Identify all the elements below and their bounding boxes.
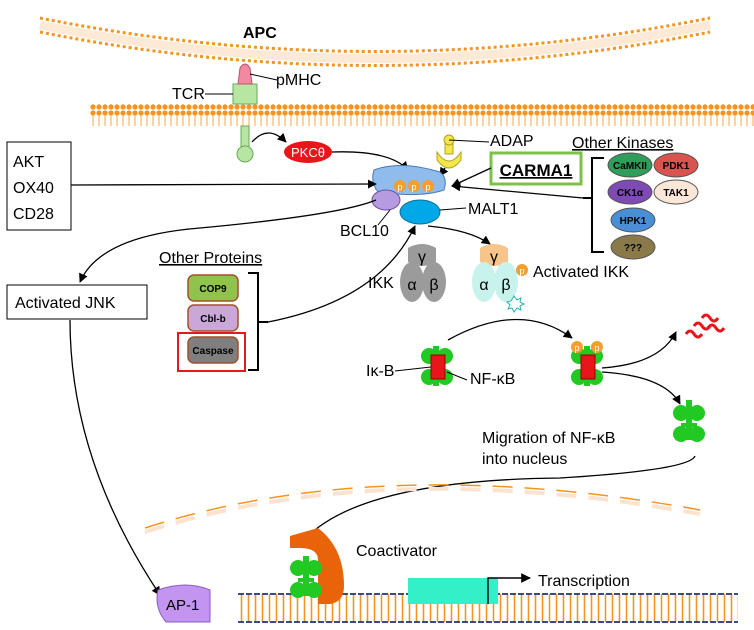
ap1-label: AP-1 xyxy=(166,597,199,614)
malt1-label: MALT1 xyxy=(468,201,518,218)
nfkb-label: NF-κB xyxy=(470,371,515,388)
kinase-label: CaMKII xyxy=(613,161,647,172)
kinase-label: TAK1 xyxy=(663,188,689,199)
kinase-label: ??? xyxy=(624,243,642,254)
free-nfkb xyxy=(673,400,705,442)
coactivator-complex xyxy=(290,528,344,604)
ikb-nfkb-complex xyxy=(421,346,453,386)
ikb-label: Iκ-B xyxy=(366,363,394,380)
degraded-ikb-fragments xyxy=(684,313,726,339)
protein-box xyxy=(187,274,239,302)
svg-text:α: α xyxy=(407,277,416,294)
svg-text:β: β xyxy=(501,277,510,294)
bcl10-label: BCL10 xyxy=(340,223,389,240)
malt1-protein xyxy=(399,199,441,225)
svg-text:p: p xyxy=(574,343,579,353)
protein-label: Caspase xyxy=(192,346,234,357)
carma1-complex: p p p xyxy=(371,164,446,225)
svg-text:γ: γ xyxy=(490,249,498,266)
protein-box xyxy=(187,336,239,364)
svg-text:p: p xyxy=(519,266,524,276)
pkc-theta xyxy=(284,141,332,163)
costim-ox40: OX40 xyxy=(13,180,54,197)
kinase-oval xyxy=(607,152,653,178)
svg-text:p: p xyxy=(594,343,599,353)
migration-label-line2: into nucleus xyxy=(482,451,567,468)
svg-text:α: α xyxy=(479,277,488,294)
kinase-label: PDK1 xyxy=(663,161,690,172)
activated-jnk-box xyxy=(6,284,148,320)
tcr-label: TCR xyxy=(172,86,205,103)
kinase-label: HPK1 xyxy=(620,216,647,227)
bcl10-protein xyxy=(371,189,401,211)
kinase-oval xyxy=(653,179,699,205)
pmhc-label: pMHC xyxy=(276,72,321,89)
activated-ikk-label: Activated IKK xyxy=(533,264,629,281)
costim-akt: AKT xyxy=(13,154,44,171)
activated-jnk-label: Activated JNK xyxy=(15,295,116,312)
kinase-oval xyxy=(607,179,653,205)
kinase-oval xyxy=(610,234,656,260)
phosphorylated-ikb-complex: p p xyxy=(571,341,603,386)
apc-label: APC xyxy=(243,25,277,42)
protein-box xyxy=(187,304,239,332)
coactivator-label: Coactivator xyxy=(356,543,438,560)
ap1-protein xyxy=(156,584,211,623)
migration-label-line1: Migration of NF-κB xyxy=(482,430,615,447)
costim-cd28: CD28 xyxy=(13,206,54,223)
other-proteins-title: Other Proteins xyxy=(159,250,262,267)
apc-membrane xyxy=(39,16,711,67)
protein-label: COP9 xyxy=(199,284,227,295)
nuclear-membrane xyxy=(144,484,701,534)
transcription-label: Transcription xyxy=(538,573,630,590)
svg-text:β: β xyxy=(429,277,438,294)
adap-label: ADAP xyxy=(490,133,534,150)
kinase-label: CK1α xyxy=(617,188,644,199)
ikk-label: IKK xyxy=(368,275,394,292)
t-cell-membrane xyxy=(90,104,754,126)
other-kinases-title: Other Kinases xyxy=(572,135,673,152)
costim-box xyxy=(6,141,72,231)
gene-region xyxy=(408,578,498,604)
pkc-label: PKCθ xyxy=(291,145,325,160)
svg-text:p: p xyxy=(411,182,416,192)
caspase-highlight-box xyxy=(177,332,246,372)
svg-text:p: p xyxy=(397,182,402,192)
svg-text:γ: γ xyxy=(418,249,426,266)
ikk-complex: γ α β xyxy=(400,244,446,302)
kinase-oval xyxy=(610,207,656,233)
activated-ikk-complex: γ α β p xyxy=(472,244,528,313)
kinase-oval xyxy=(653,152,699,178)
svg-text:p: p xyxy=(425,182,430,192)
tcr-receptor xyxy=(232,63,258,163)
carma1-label: CARMA1 xyxy=(500,161,573,180)
protein-label: Cbl-b xyxy=(200,314,226,325)
